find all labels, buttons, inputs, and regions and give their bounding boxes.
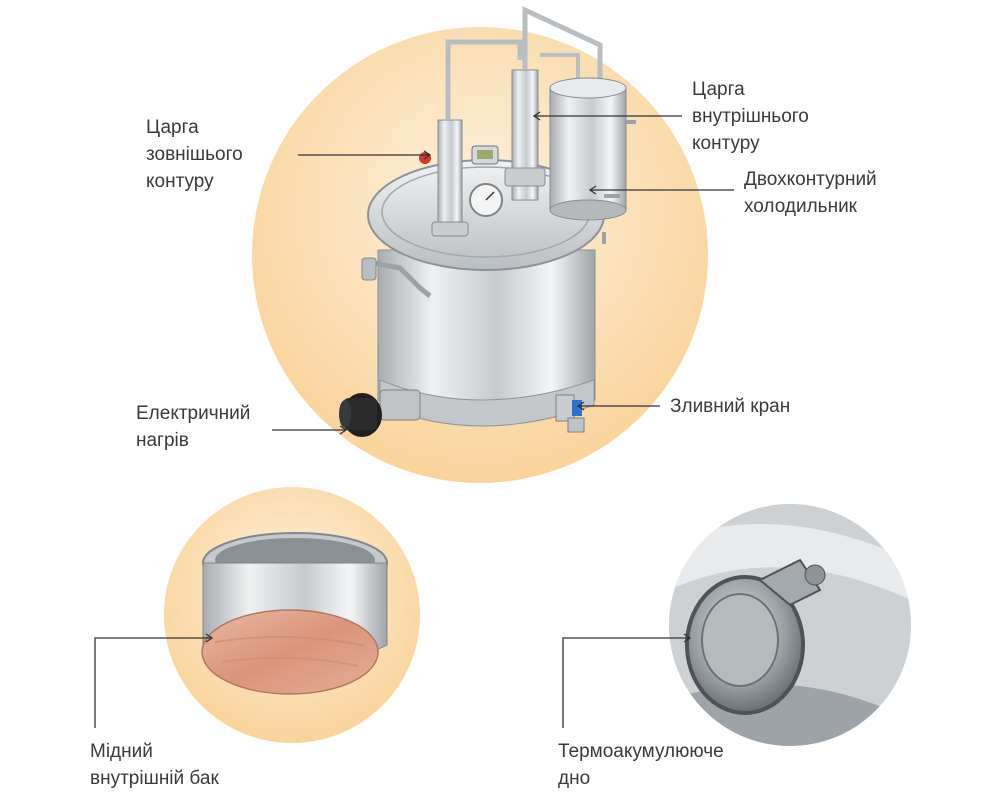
- label-condenser-line-1: Двохконтурний: [744, 169, 877, 190]
- label-inner-column-line-1: Царга: [692, 79, 745, 100]
- label-condenser-line-2: холодильник: [744, 196, 857, 217]
- label-thermo-bottom: Термоакумулююче дно: [558, 738, 724, 792]
- label-copper-tank-line-2: внутрішній бак: [90, 768, 219, 789]
- label-heater: Електричний нагрів: [136, 400, 250, 454]
- label-drain-valve: Зливний кран: [670, 393, 790, 420]
- label-inner-column: Царга внутрішнього контуру: [692, 76, 809, 157]
- label-heater-line-1: Електричний: [136, 403, 251, 424]
- label-inner-column-line-2: внутрішнього: [692, 106, 809, 127]
- label-condenser: Двохконтурний холодильник: [744, 166, 877, 220]
- label-outer-column: Царга зовнішього контуру: [146, 114, 243, 195]
- label-outer-column-line-1: Царга: [146, 117, 199, 138]
- copper-tank-image: [201, 532, 388, 695]
- label-inner-column-line-3: контуру: [692, 133, 760, 154]
- distiller-product: [339, 6, 636, 437]
- thermo-bottom-image: [669, 504, 911, 746]
- label-thermo-bottom-line-1: Термоакумулююче: [558, 741, 724, 762]
- label-copper-tank-line-1: Мідний: [90, 741, 153, 762]
- label-outer-column-line-3: контуру: [146, 171, 214, 192]
- leader-lines: [94, 111, 734, 728]
- label-copper-tank: Мідний внутрішній бак: [90, 738, 219, 792]
- label-outer-column-line-2: зовнішього: [146, 144, 243, 165]
- label-drain-valve-line-1: Зливний кран: [670, 396, 791, 417]
- label-thermo-bottom-line-2: дно: [558, 768, 591, 789]
- label-heater-line-2: нагрів: [136, 430, 189, 451]
